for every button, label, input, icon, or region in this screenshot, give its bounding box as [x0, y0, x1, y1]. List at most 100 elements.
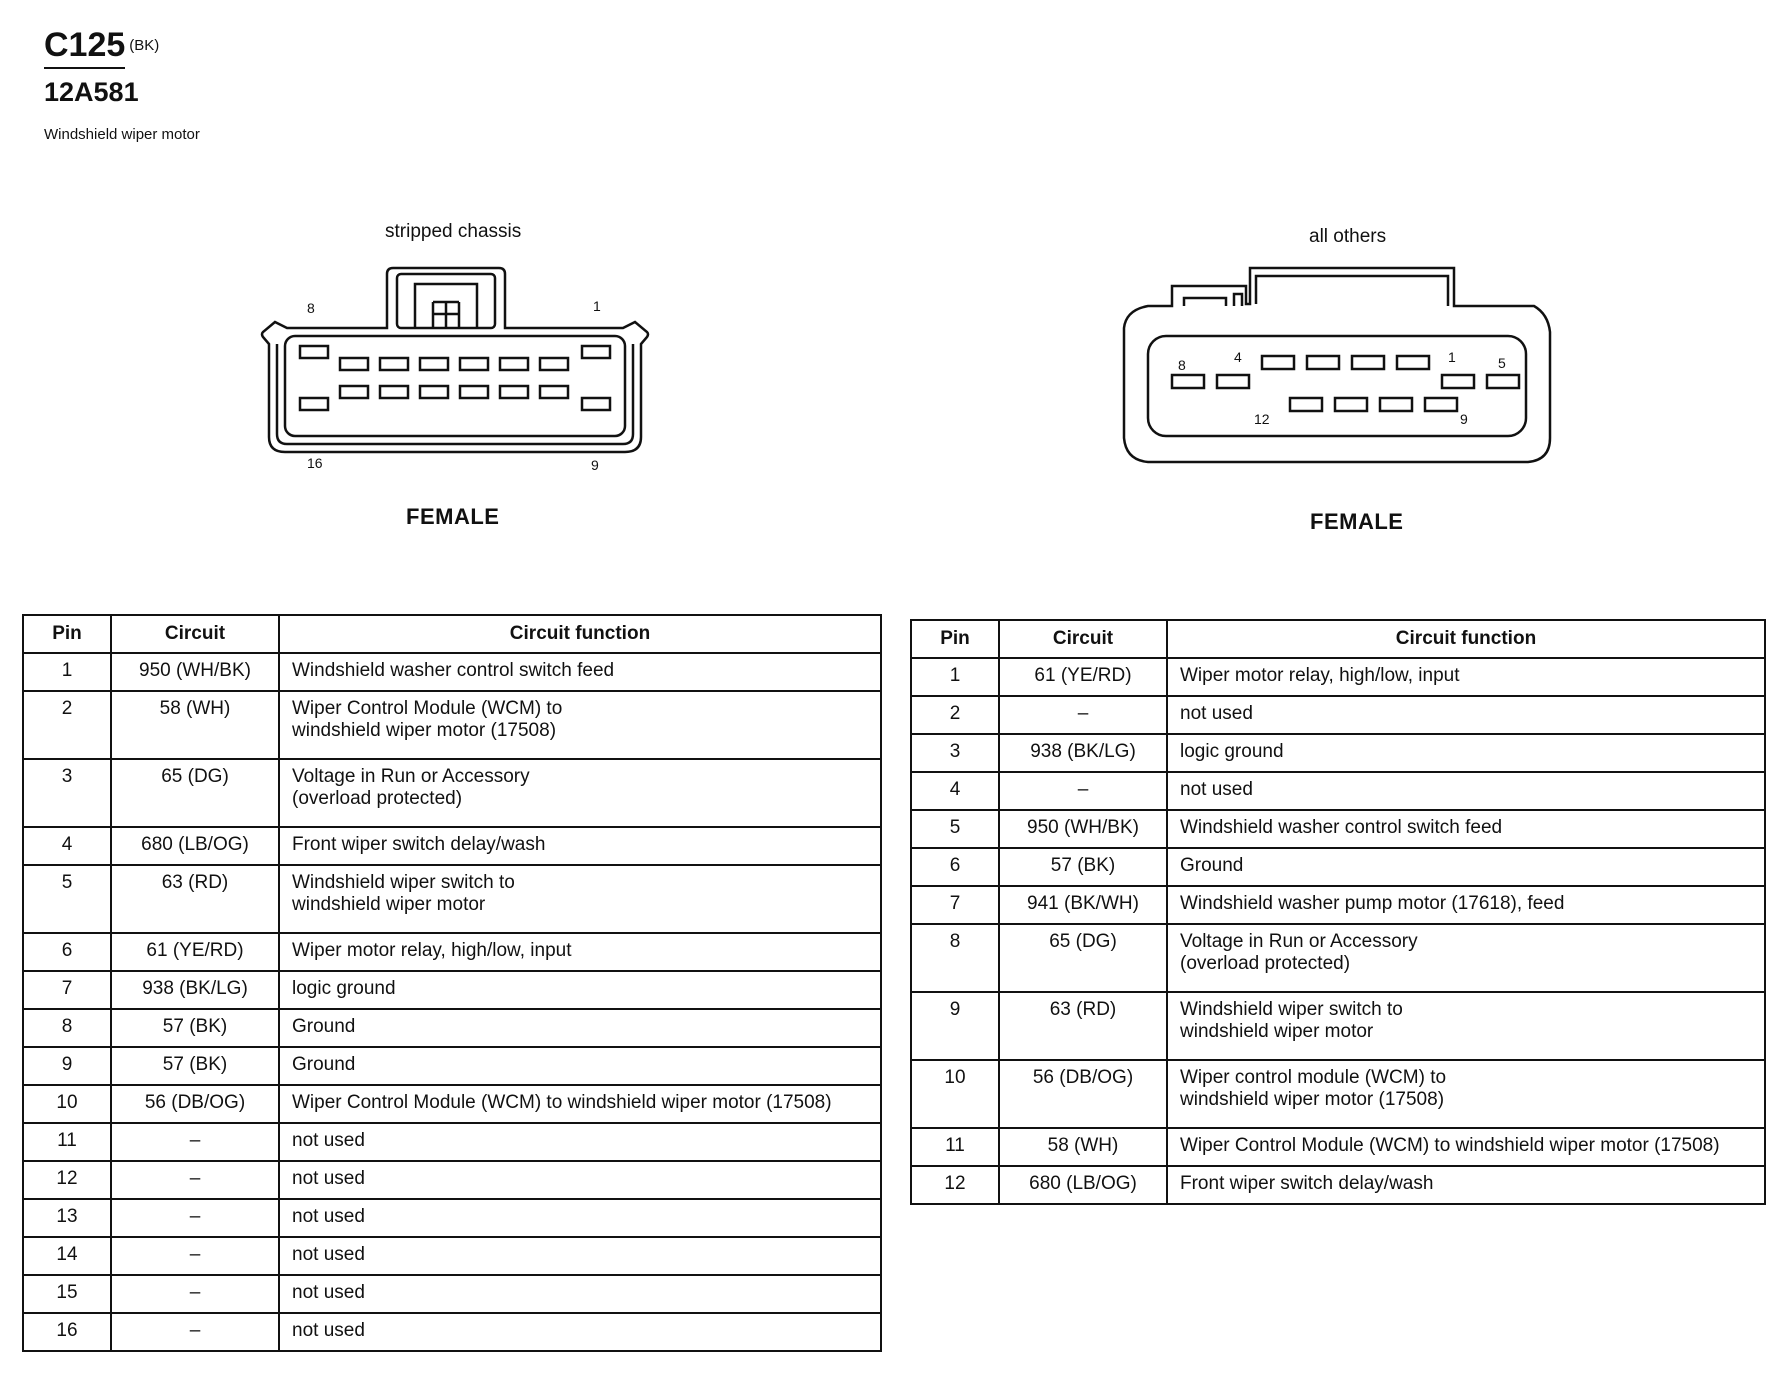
part-number: 12A581	[44, 77, 139, 107]
pin-cell: 9	[22, 1046, 112, 1086]
pin-cell: 6	[910, 847, 1000, 887]
pin-label-5: 5	[1498, 355, 1506, 371]
table-row: 2–not used	[910, 695, 1766, 735]
connector-color: (BK)	[129, 36, 160, 54]
function-cell: Ground	[278, 1008, 882, 1048]
function-cell: Windshield washer pump motor (17618), fe…	[1166, 885, 1766, 925]
variant-label-all-others: all others	[1309, 226, 1387, 247]
table-header-row: Pin Circuit Circuit function	[910, 619, 1766, 659]
header-circuit: Circuit	[998, 619, 1168, 659]
circuit-cell: 950 (WH/BK)	[998, 809, 1168, 849]
circuit-cell: 938 (BK/LG)	[110, 970, 280, 1010]
function-cell: not used	[1166, 695, 1766, 735]
circuit-cell: 63 (RD)	[110, 864, 280, 934]
function-cell: Wiper motor relay, high/low, input	[278, 932, 882, 972]
function-cell: not used	[278, 1160, 882, 1200]
circuit-cell: –	[110, 1198, 280, 1238]
header-pin: Pin	[22, 614, 112, 654]
circuit-cell: 56 (DB/OG)	[998, 1059, 1168, 1129]
circuit-cell: 680 (LB/OG)	[998, 1165, 1168, 1205]
connector-face-stripped-chassis: 8 1 16 9	[260, 266, 650, 473]
function-cell: not used	[278, 1122, 882, 1162]
pin-label-9: 9	[591, 457, 599, 473]
circuit-cell: 63 (RD)	[998, 991, 1168, 1061]
function-cell: Windshield washer control switch feed	[1166, 809, 1766, 849]
pin-cell: 16	[22, 1312, 112, 1352]
pin-cell: 14	[22, 1236, 112, 1276]
pin-cell: 8	[22, 1008, 112, 1048]
pin-cell: 9	[910, 991, 1000, 1061]
pin-cell: 6	[22, 932, 112, 972]
table-header-row: Pin Circuit Circuit function	[22, 614, 882, 654]
pin-cell: 11	[910, 1127, 1000, 1167]
function-cell: Windshield wiper switch to windshield wi…	[278, 864, 882, 934]
pin-cell: 12	[910, 1165, 1000, 1205]
function-cell: Front wiper switch delay/wash	[278, 826, 882, 866]
pin-cell: 10	[22, 1084, 112, 1124]
circuit-cell: 56 (DB/OG)	[110, 1084, 280, 1124]
pin-cell: 3	[910, 733, 1000, 773]
pin-label-8: 8	[307, 300, 315, 316]
header-circuit-function: Circuit function	[278, 614, 882, 654]
pin-cell: 7	[910, 885, 1000, 925]
header-circuit: Circuit	[110, 614, 280, 654]
pin-cell: 5	[910, 809, 1000, 849]
pin-cell: 7	[22, 970, 112, 1010]
pin-cell: 4	[22, 826, 112, 866]
table-row: 11–not used	[22, 1122, 882, 1162]
function-cell: Wiper motor relay, high/low, input	[1166, 657, 1766, 697]
header-circuit-function: Circuit function	[1166, 619, 1766, 659]
pin-cell: 3	[22, 758, 112, 828]
function-cell: not used	[278, 1274, 882, 1314]
function-cell: Windshield wiper switch to windshield wi…	[1166, 991, 1766, 1061]
pin-label-16: 16	[307, 455, 323, 471]
pin-cell: 4	[910, 771, 1000, 811]
circuit-cell: –	[110, 1274, 280, 1314]
pin-cell: 8	[910, 923, 1000, 993]
circuit-cell: 61 (YE/RD)	[110, 932, 280, 972]
function-cell: Wiper Control Module (WCM) to windshield…	[278, 1084, 882, 1124]
function-cell: not used	[278, 1312, 882, 1352]
component-name: Windshield wiper motor	[44, 126, 200, 143]
circuit-cell: 680 (LB/OG)	[110, 826, 280, 866]
function-cell: not used	[278, 1198, 882, 1238]
circuit-cell: 57 (BK)	[110, 1008, 280, 1048]
function-cell: logic ground	[1166, 733, 1766, 773]
pin-cell: 13	[22, 1198, 112, 1238]
table-row: 4–not used	[910, 771, 1766, 811]
variant-label-stripped-chassis: stripped chassis	[385, 221, 522, 242]
circuit-cell: 57 (BK)	[110, 1046, 280, 1086]
circuit-cell: –	[110, 1160, 280, 1200]
circuit-cell: 65 (DG)	[110, 758, 280, 828]
function-cell: Wiper Control Module (WCM) to windshield…	[1166, 1127, 1766, 1167]
circuit-cell: –	[998, 695, 1168, 735]
function-cell: Ground	[278, 1046, 882, 1086]
table-row: 15–not used	[22, 1274, 882, 1314]
pin-cell: 2	[22, 690, 112, 760]
function-cell: not used	[278, 1236, 882, 1276]
pin-cell: 12	[22, 1160, 112, 1200]
gender-label-stripped-chassis: FEMALE	[406, 504, 500, 529]
circuit-cell: 941 (BK/WH)	[998, 885, 1168, 925]
circuit-cell: 65 (DG)	[998, 923, 1168, 993]
function-cell: Windshield washer control switch feed	[278, 652, 882, 692]
connector-face-all-others: 8 4 1 5 12 9	[1122, 266, 1552, 464]
pin-cell: 1	[910, 657, 1000, 697]
function-cell: Wiper Control Module (WCM) to windshield…	[278, 690, 882, 760]
